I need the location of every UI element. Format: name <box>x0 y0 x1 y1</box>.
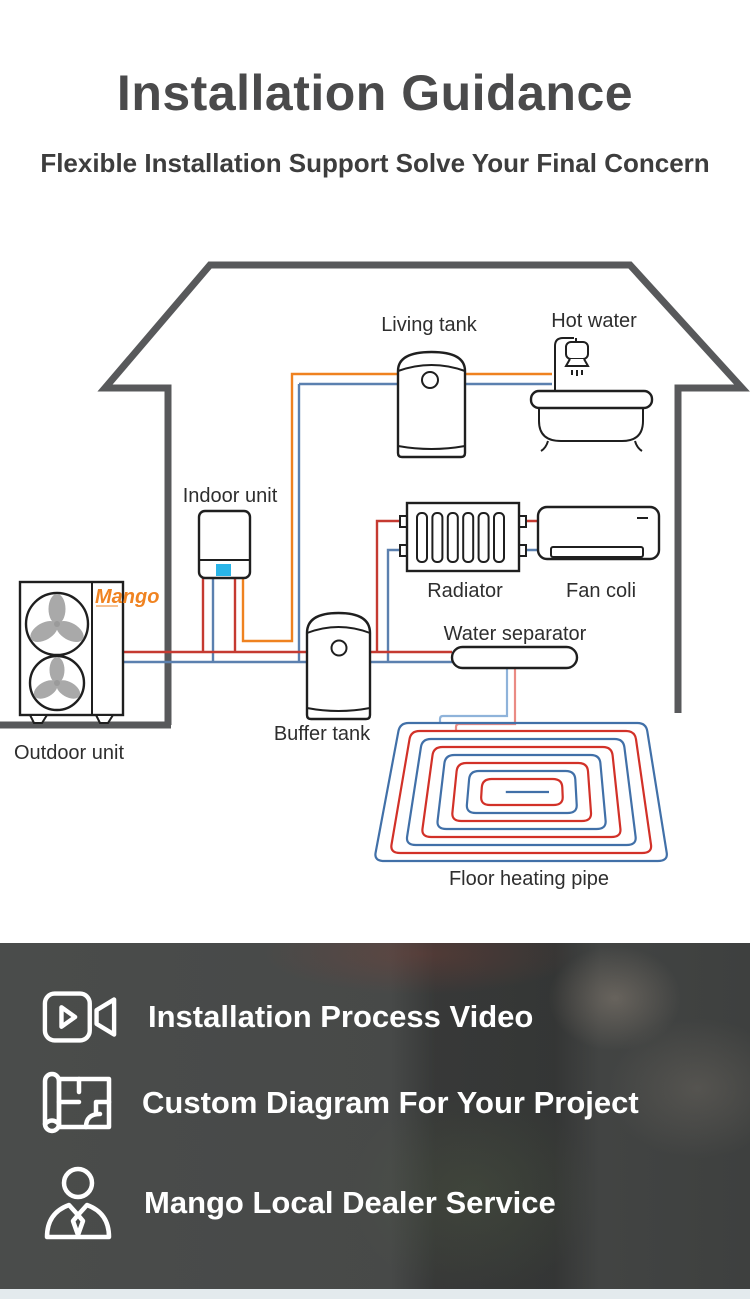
water-separator-icon <box>450 645 579 670</box>
dhw-orange-pipe <box>241 372 552 643</box>
label-buffer-tank: Buffer tank <box>274 723 371 745</box>
dealer-person-icon <box>44 1166 112 1240</box>
feature-row: Installation Process Video <box>0 990 533 1044</box>
label-fan-coil: Fan coli <box>566 580 636 602</box>
feature-label: Mango Local Dealer Service <box>144 1185 556 1220</box>
label-outdoor-unit: Outdoor unit <box>14 742 125 764</box>
bathtub-icon <box>529 389 654 452</box>
header: Installation Guidance Flexible Installat… <box>0 0 750 179</box>
label-radiator: Radiator <box>427 580 503 602</box>
feature-row: Mango Local Dealer Service <box>0 1166 556 1240</box>
page-subtitle: Flexible Installation Support Solve Your… <box>40 148 710 178</box>
indoor-unit-icon <box>197 509 252 580</box>
buffer-tank-icon <box>305 611 372 721</box>
house-outline-icon <box>0 261 750 729</box>
indoor-unit-display <box>216 564 231 576</box>
label-indoor-unit: Indoor unit <box>183 485 278 507</box>
features-banner: Installation Process Video Custom Diagra… <box>0 943 750 1289</box>
return-blue-pipe <box>123 382 552 664</box>
floor-heating-feeds <box>438 668 517 731</box>
feature-label: Custom Diagram For Your Project <box>142 1085 639 1120</box>
radiator-icon <box>399 501 527 573</box>
living-tank-icon <box>396 350 467 459</box>
brand-logo: Mango <box>95 586 159 608</box>
floor-heating-pipe-spiral <box>374 721 668 863</box>
pipes <box>123 372 552 664</box>
fan-icon <box>24 591 90 657</box>
video-camera-icon <box>42 991 117 1043</box>
label-hot-water: Hot water <box>551 310 637 332</box>
feature-label: Installation Process Video <box>148 999 534 1034</box>
fan-coil-icon <box>536 505 661 561</box>
blueprint-icon <box>42 1071 112 1134</box>
label-living-tank: Living tank <box>381 314 478 336</box>
fan-icon <box>28 654 86 712</box>
page-title: Installation Guidance <box>116 65 634 121</box>
bottom-strip <box>0 1289 750 1299</box>
supply-red-pipe <box>123 519 539 654</box>
feature-row: Custom Diagram For Your Project <box>0 1071 639 1135</box>
label-floor-heating-pipe: Floor heating pipe <box>449 868 609 890</box>
label-water-separator: Water separator <box>444 623 587 645</box>
outdoor-unit-icon: Mango <box>18 580 159 724</box>
shower-icon <box>554 337 590 391</box>
